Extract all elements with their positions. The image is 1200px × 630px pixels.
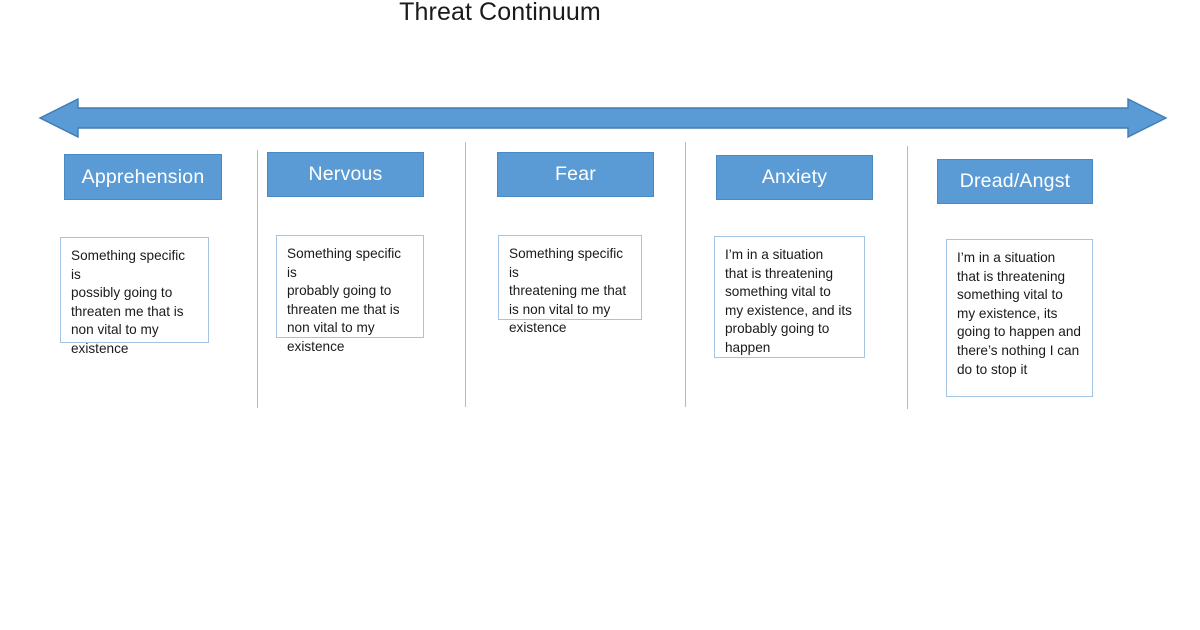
column-divider-1 bbox=[257, 150, 258, 408]
stage-header-apprehension[interactable]: Apprehension bbox=[64, 154, 222, 200]
page-title: Threat Continuum bbox=[399, 0, 601, 26]
stage-description-dread-angst: I’m in a situation that is threatening s… bbox=[946, 239, 1093, 397]
stage-description-anxiety: I’m in a situation that is threatening s… bbox=[714, 236, 865, 358]
column-divider-4 bbox=[907, 146, 908, 409]
stage-header-nervous[interactable]: Nervous bbox=[267, 152, 424, 197]
stage-description-apprehension: Something specific is possibly going to … bbox=[60, 237, 209, 356]
stage-description-nervous: Something specific is probably going to … bbox=[276, 235, 424, 354]
column-divider-3 bbox=[685, 142, 686, 407]
double-headed-continuum-arrow bbox=[38, 96, 1168, 140]
stage-description-fear: Something specific is threatening me tha… bbox=[498, 235, 642, 335]
stage-header-fear[interactable]: Fear bbox=[497, 152, 654, 197]
column-divider-2 bbox=[465, 142, 466, 407]
stage-header-dread-angst[interactable]: Dread/Angst bbox=[937, 159, 1093, 204]
stage-header-anxiety[interactable]: Anxiety bbox=[716, 155, 873, 200]
